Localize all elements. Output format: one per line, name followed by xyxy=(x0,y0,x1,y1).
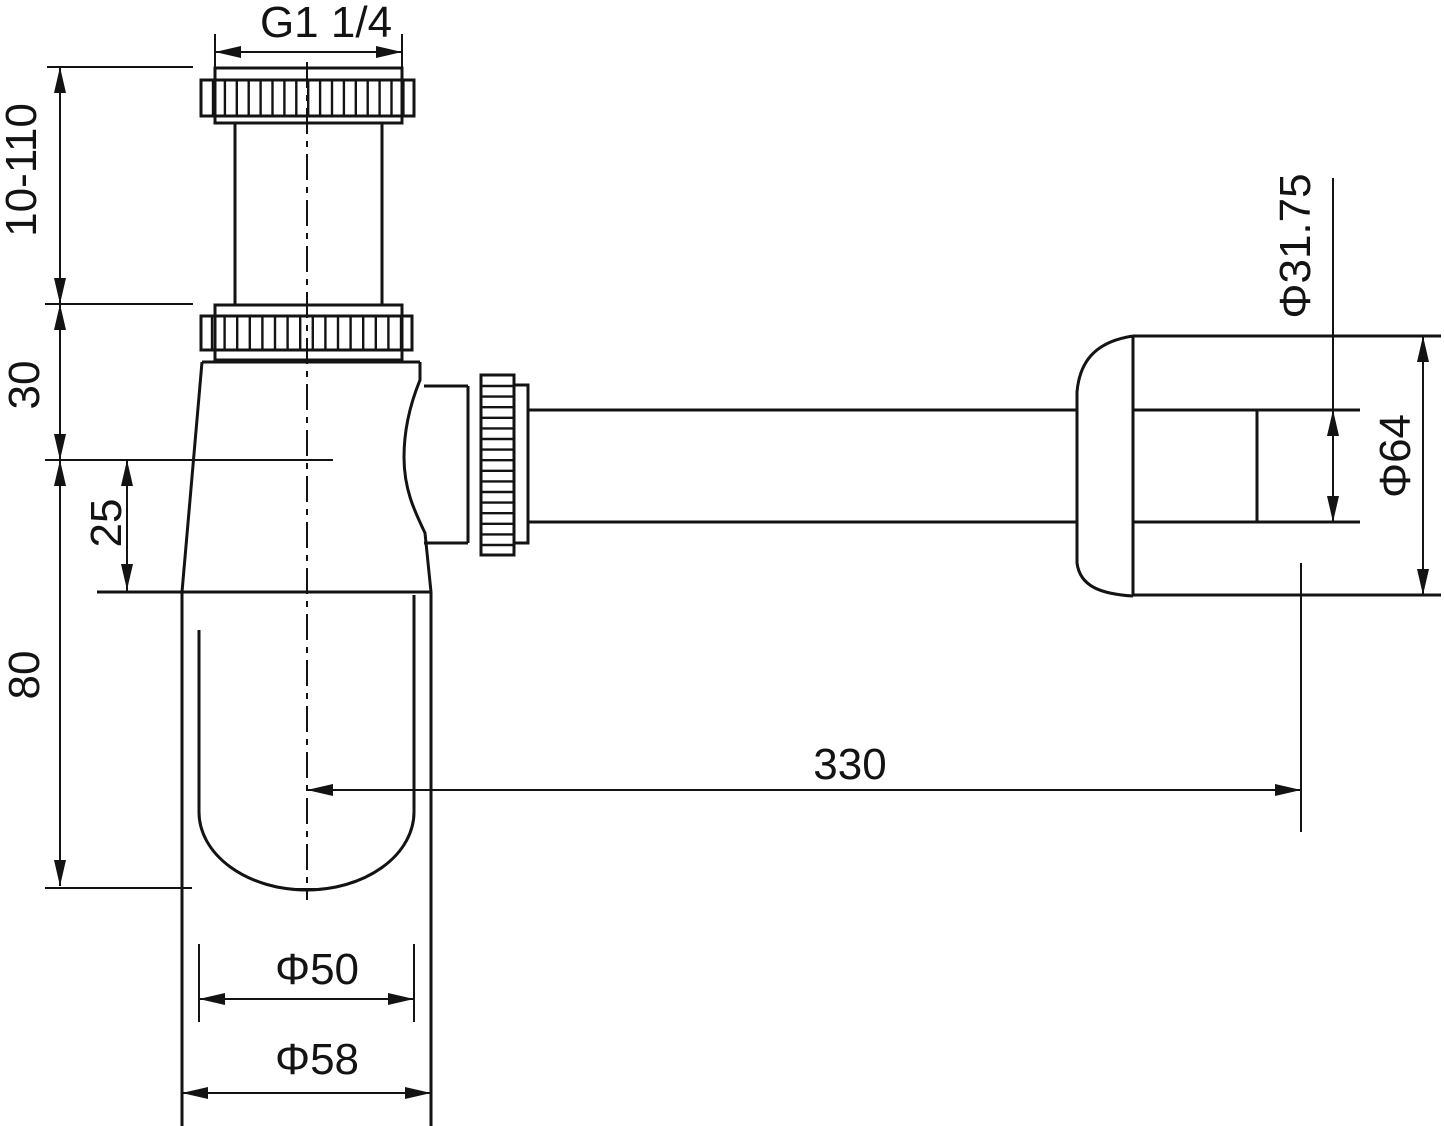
dim-cup-outer-diameter xyxy=(182,1087,431,1099)
escutcheon-diameter-label: Φ64 xyxy=(1371,414,1420,498)
cup-inner-bottom-arc xyxy=(197,811,416,892)
cup-inner-diameter-label: Φ50 xyxy=(275,945,359,994)
wall-tube xyxy=(528,408,1360,524)
outlet-offset-label: 25 xyxy=(82,499,131,548)
trap-body-right-edge xyxy=(402,362,433,593)
dim-left-chain xyxy=(45,66,333,889)
wall-tube-diameter-label: Φ31.75 xyxy=(1271,173,1320,318)
trap-body-left-edge xyxy=(180,361,204,593)
adjustable-height-label: 10-110 xyxy=(0,103,46,237)
escutcheon-dome-edge xyxy=(1075,334,1134,598)
outlet-neck xyxy=(424,384,470,545)
tailpiece-top-nut-knurling xyxy=(211,81,405,115)
bottle-cup xyxy=(180,592,433,1126)
thread-size-label: G1 1/4 xyxy=(260,0,392,47)
cup-outer-diameter-label: Φ58 xyxy=(275,1035,359,1084)
trap-body xyxy=(97,360,433,594)
outlet-nut-knurling xyxy=(482,384,513,547)
tailpiece-pipe xyxy=(233,123,384,305)
outlet-nut xyxy=(479,373,530,557)
locknut-knurling xyxy=(210,317,403,349)
dim-outlet-offset xyxy=(121,460,133,592)
dim-wall-tube-diameter xyxy=(1327,178,1339,522)
dim-thread-size xyxy=(214,34,403,78)
escutcheon xyxy=(1075,334,1441,598)
dim-escutcheon-diameter xyxy=(1417,336,1429,595)
wall-tube-length-label: 330 xyxy=(813,740,886,789)
cup-depth-label: 80 xyxy=(0,651,49,700)
dim-cup-inner-diameter xyxy=(198,944,415,1022)
dim-wall-tube-length xyxy=(307,563,1302,832)
locknut-section-height-label: 30 xyxy=(0,361,49,410)
tailpiece-top-nut xyxy=(199,66,416,125)
